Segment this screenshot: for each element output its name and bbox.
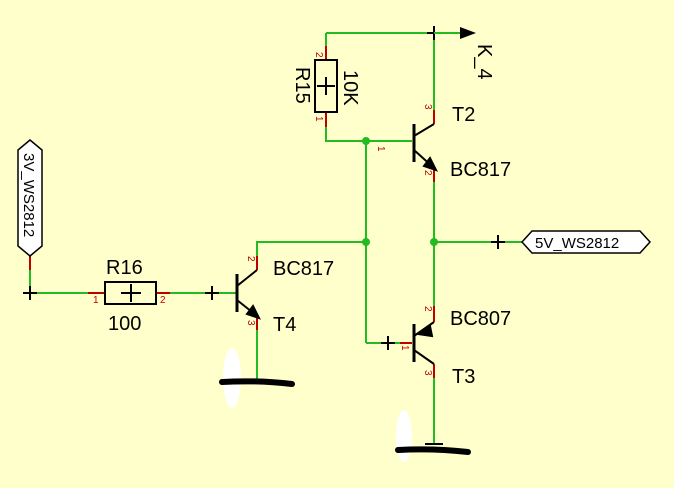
r15-ref: R15 [291,67,313,104]
t4-pin-3: 3 [245,320,256,326]
junctions [362,137,438,246]
t2-transistor [412,123,438,172]
r16-pin-1: 1 [93,295,99,306]
output-5v-label: 5V_WS2812 [535,235,619,252]
white-smudge [396,410,412,462]
net-cross-icon [205,286,219,300]
junction-dot [430,238,438,246]
k4-label: K_4 [473,44,495,80]
junction-dot [362,238,370,246]
r16-ref: R16 [106,257,143,279]
emitter-arrow-icon [422,156,438,172]
ground-symbols [219,348,471,462]
net-cross-icon [381,336,395,350]
arrow-port-icon [460,27,476,39]
output-5v-port: 5V_WS2812 [520,230,652,254]
t3-ref: T3 [452,366,475,388]
r16-pin-2: 2 [160,295,166,306]
t3-pin-3: 3 [422,370,433,376]
t3-part: BC807 [450,308,511,330]
r15-pin-1: 1 [313,116,324,122]
r15-pin-2: 2 [313,52,324,58]
k4-port: K_4 [434,27,495,80]
ground-symbol-icon [395,446,471,455]
t4-transistor [235,269,261,320]
t4-part: BC817 [273,258,334,280]
input-3v-label: 3V_WS2812 [20,153,37,237]
t2-pin-3: 3 [422,104,433,110]
junction-dot [362,137,370,145]
t2-pin-1: 1 [375,146,386,152]
wires [29,32,522,444]
t3-transistor [412,321,435,365]
r16-value: 100 [108,313,141,335]
t3-pin-1: 1 [399,345,410,351]
r16-resistor: 1 2 R16 100 [93,257,166,335]
t3-pin-2: 2 [422,306,433,312]
pin-stubs [29,46,435,378]
emitter-arrow-icon [245,304,261,320]
t2-ref: T2 [452,104,475,126]
t2-part: BC817 [450,159,511,181]
t4-pin-2: 2 [245,256,256,262]
net-cross-icon [491,235,505,249]
t4-ref: T4 [273,314,296,336]
r15-resistor: 2 1 R15 10K [291,52,361,122]
r15-value: 10K [339,70,361,106]
emitter-arrow-icon [415,324,434,338]
input-3v-port: 3V_WS2812 [17,139,43,257]
net-cross-icon [23,286,37,300]
white-smudge [223,348,241,408]
t2-pin-2: 2 [422,170,433,176]
